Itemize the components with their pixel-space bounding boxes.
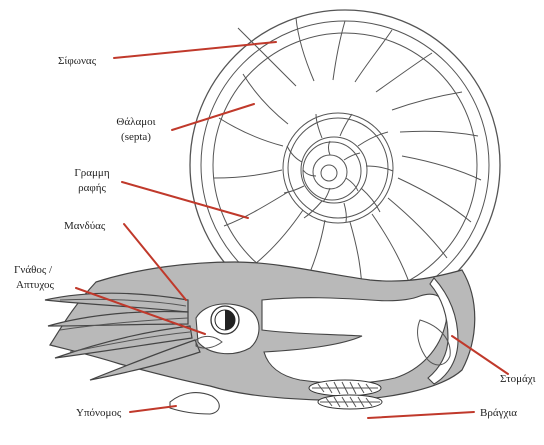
label-suture-line1: Γραμμη xyxy=(74,167,109,179)
label-chambers-line1: Θάλαμοι xyxy=(116,116,155,128)
hyponome-opening xyxy=(170,393,219,414)
animal-body xyxy=(45,262,475,414)
eye-icon xyxy=(211,306,239,334)
label-stomach: Στομάχι xyxy=(500,373,536,385)
leader-gills xyxy=(368,412,474,418)
label-gills: Βράγχια xyxy=(480,407,517,419)
label-suture-line2: ραφής xyxy=(78,182,106,194)
label-jaw-line1: Γνάθος / xyxy=(14,264,53,276)
leader-hyponome xyxy=(130,406,176,412)
label-mantle: Μανδύας xyxy=(64,220,106,232)
label-jaw-line2: Απτυχος xyxy=(16,279,55,291)
label-hyponome: Υπόνομος xyxy=(76,407,122,419)
label-chambers-line2: (septa) xyxy=(121,131,151,143)
label-siphon: Σίφωνας xyxy=(58,55,97,67)
